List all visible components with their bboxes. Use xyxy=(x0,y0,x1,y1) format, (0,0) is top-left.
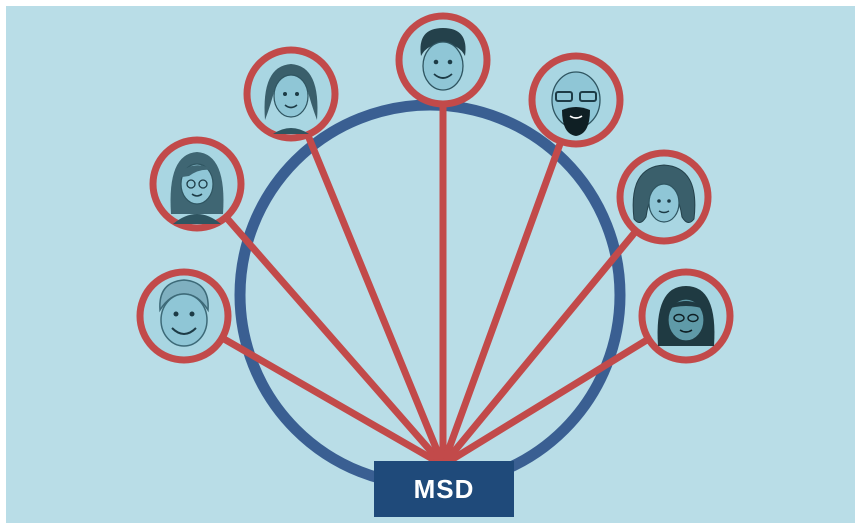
woman-glasses-face-icon xyxy=(638,268,734,364)
boy-face-icon xyxy=(136,268,232,364)
spoke-woman-glasses xyxy=(439,312,690,469)
girl-glasses-face-icon xyxy=(149,136,245,232)
bald-bearded-man-face-icon xyxy=(528,52,624,148)
spokes xyxy=(180,56,690,469)
spoke-boy xyxy=(180,312,447,469)
spoke-bald-man xyxy=(439,96,580,469)
msd-label: MSD xyxy=(413,473,475,504)
msd-label-box: MSD xyxy=(374,461,514,517)
woman-face-icon xyxy=(243,46,339,142)
young-man-face-icon xyxy=(395,12,491,108)
curly-haired-woman-face-icon xyxy=(616,149,712,245)
spoke-curly-woman xyxy=(439,193,668,469)
spoke-woman xyxy=(287,90,447,469)
spoke-girl-glasses xyxy=(193,180,447,469)
